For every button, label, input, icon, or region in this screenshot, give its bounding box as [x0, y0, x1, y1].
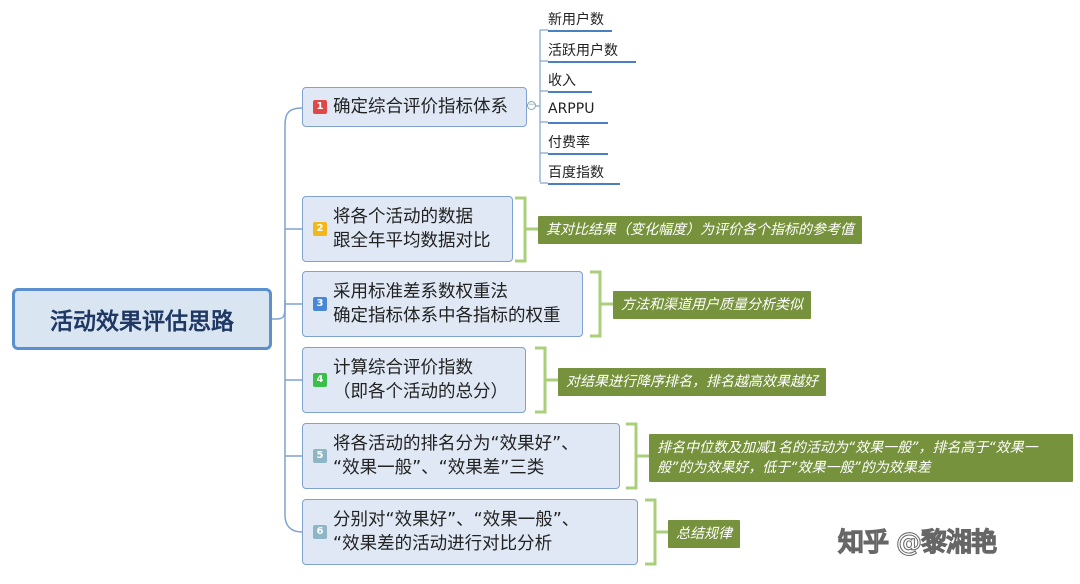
note-ranking[interactable]: 对结果进行降序排名，排名越高效果越好: [558, 368, 826, 396]
branch-2-text: 将各个活动的数据 跟全年平均数据对比: [333, 207, 491, 251]
note-method[interactable]: 方法和渠道用户质量分析类似: [613, 291, 811, 319]
note-comparison[interactable]: 其对比结果（变化幅度）为评价各个指标的参考值: [538, 216, 862, 244]
leaf-pay-rate[interactable]: 付费率: [548, 135, 590, 151]
leaf-active-users[interactable]: 活跃用户数: [548, 43, 618, 59]
priority-6-badge: 6: [313, 525, 327, 539]
branch-3-text: 采用标准差系数权重法 确定指标体系中各指标的权重: [333, 282, 561, 326]
priority-5-badge: 5: [313, 449, 327, 463]
leaf-revenue[interactable]: 收入: [548, 73, 576, 89]
branch-4-text: 计算综合评价指数 （即各个活动的总分）: [333, 358, 508, 402]
note-classification[interactable]: 排名中位数及加减1名的活动为“效果一般”，排名高于“效果一般”的为效果好，低于“…: [649, 434, 1073, 482]
branch-6-text: 分别对“效果好”、“效果一般”、 “效果差的活动进行对比分析: [333, 510, 580, 554]
watermark: 知乎 @黎湘艳: [837, 528, 997, 559]
priority-2-badge: 2: [313, 222, 327, 236]
branch-1-text: 确定综合评价指标体系: [333, 97, 508, 117]
priority-3-badge: 3: [313, 297, 327, 311]
leaf-baidu-index[interactable]: 百度指数: [548, 165, 604, 181]
branch-5-text: 将各活动的排名分为“效果好”、 “效果一般”、“效果差”三类: [333, 434, 579, 478]
branch-node-1[interactable]: 1 确定综合评价指标体系: [302, 87, 527, 127]
branch-node-2[interactable]: 2 将各个活动的数据 跟全年平均数据对比: [302, 196, 513, 262]
note-summary[interactable]: 总结规律: [668, 520, 740, 548]
collapse-toggle-icon[interactable]: −: [527, 100, 536, 110]
leaf-arppu[interactable]: ARPPU: [548, 101, 595, 117]
root-node[interactable]: 活动效果评估思路: [12, 288, 272, 350]
branch-node-3[interactable]: 3 采用标准差系数权重法 确定指标体系中各指标的权重: [302, 271, 583, 337]
branch-node-4[interactable]: 4 计算综合评价指数 （即各个活动的总分）: [302, 347, 526, 413]
priority-4-badge: 4: [313, 373, 327, 387]
branch-node-5[interactable]: 5 将各活动的排名分为“效果好”、 “效果一般”、“效果差”三类: [302, 423, 620, 489]
branch-node-6[interactable]: 6 分别对“效果好”、“效果一般”、 “效果差的活动进行对比分析: [302, 499, 638, 565]
leaf-new-users[interactable]: 新用户数: [548, 12, 604, 28]
priority-1-badge: 1: [313, 100, 327, 114]
root-label: 活动效果评估思路: [50, 309, 234, 335]
